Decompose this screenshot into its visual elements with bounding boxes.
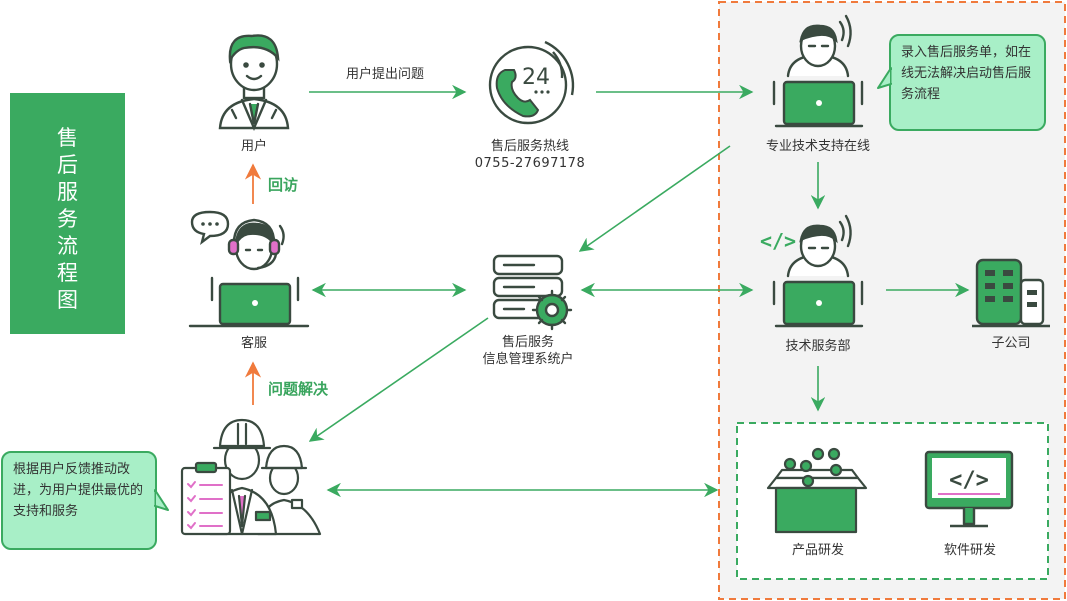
node-tech-dept-label: 技术服务部 <box>785 339 851 354</box>
edges <box>308 84 970 498</box>
node-product-rd-label: 产品研发 <box>791 543 844 558</box>
edge-system-engineers <box>308 317 489 442</box>
hotline-24-label: 24 <box>522 65 550 90</box>
system-server-icon <box>492 254 573 331</box>
tech-note-text: 录入售后服务单，如在线无法解决启动售后服务流程 <box>901 45 1032 102</box>
subsidiary-building-icon <box>972 258 1050 328</box>
tech-note-bubble: 录入售后服务单，如在线无法解决启动售后服务流程 <box>889 34 1046 131</box>
customer-service-laptop-dot <box>252 300 258 306</box>
clipboard-checklist-icon <box>187 481 223 530</box>
software-code-tag-icon: </> <box>949 468 989 493</box>
product-rd-icon <box>766 447 868 534</box>
edge-label-user-question: 用户提出问题 <box>345 67 424 82</box>
node-system-label-1: 售后服务 <box>501 335 554 350</box>
user-icon <box>218 34 290 132</box>
customer-service-icon <box>188 210 310 328</box>
tech-note-tail <box>877 67 892 89</box>
code-tag-icon: </> <box>760 229 796 253</box>
node-user-label: 用户 <box>240 139 267 154</box>
node-hotline-label: 售后服务热线 <box>490 139 569 154</box>
feedback-note-tail <box>154 489 169 511</box>
edge-label-revisit: 回访 <box>268 176 299 194</box>
node-subsidiary-label: 子公司 <box>991 336 1031 351</box>
hotline-icon <box>488 40 575 125</box>
title-box: 售后服务流程图 <box>10 93 125 334</box>
tech-support-laptop-dot <box>816 100 822 106</box>
feedback-note-text: 根据用户反馈推动改进，为用户提供最优的支持和服务 <box>13 462 144 519</box>
diagram-title: 售后服务流程图 <box>57 126 78 312</box>
edge-label-problem-solved: 问题解决 <box>268 380 329 398</box>
node-tech-support-label: 专业技术支持在线 <box>765 139 870 154</box>
speech-dots-icon <box>201 222 219 226</box>
node-customer-service-label: 客服 <box>240 336 267 351</box>
edge-tech-system <box>578 145 731 252</box>
tech-dept-laptop-dot <box>816 300 822 306</box>
node-system-label-2: 信息管理系统户 <box>482 352 574 367</box>
node-hotline-phone: 0755-27697178 <box>474 156 586 171</box>
software-rd-icon <box>924 450 1014 528</box>
feedback-note-bubble: 根据用户反馈推动改进，为用户提供最优的支持和服务 <box>1 451 157 550</box>
node-software-rd-label: 软件研发 <box>943 543 996 558</box>
